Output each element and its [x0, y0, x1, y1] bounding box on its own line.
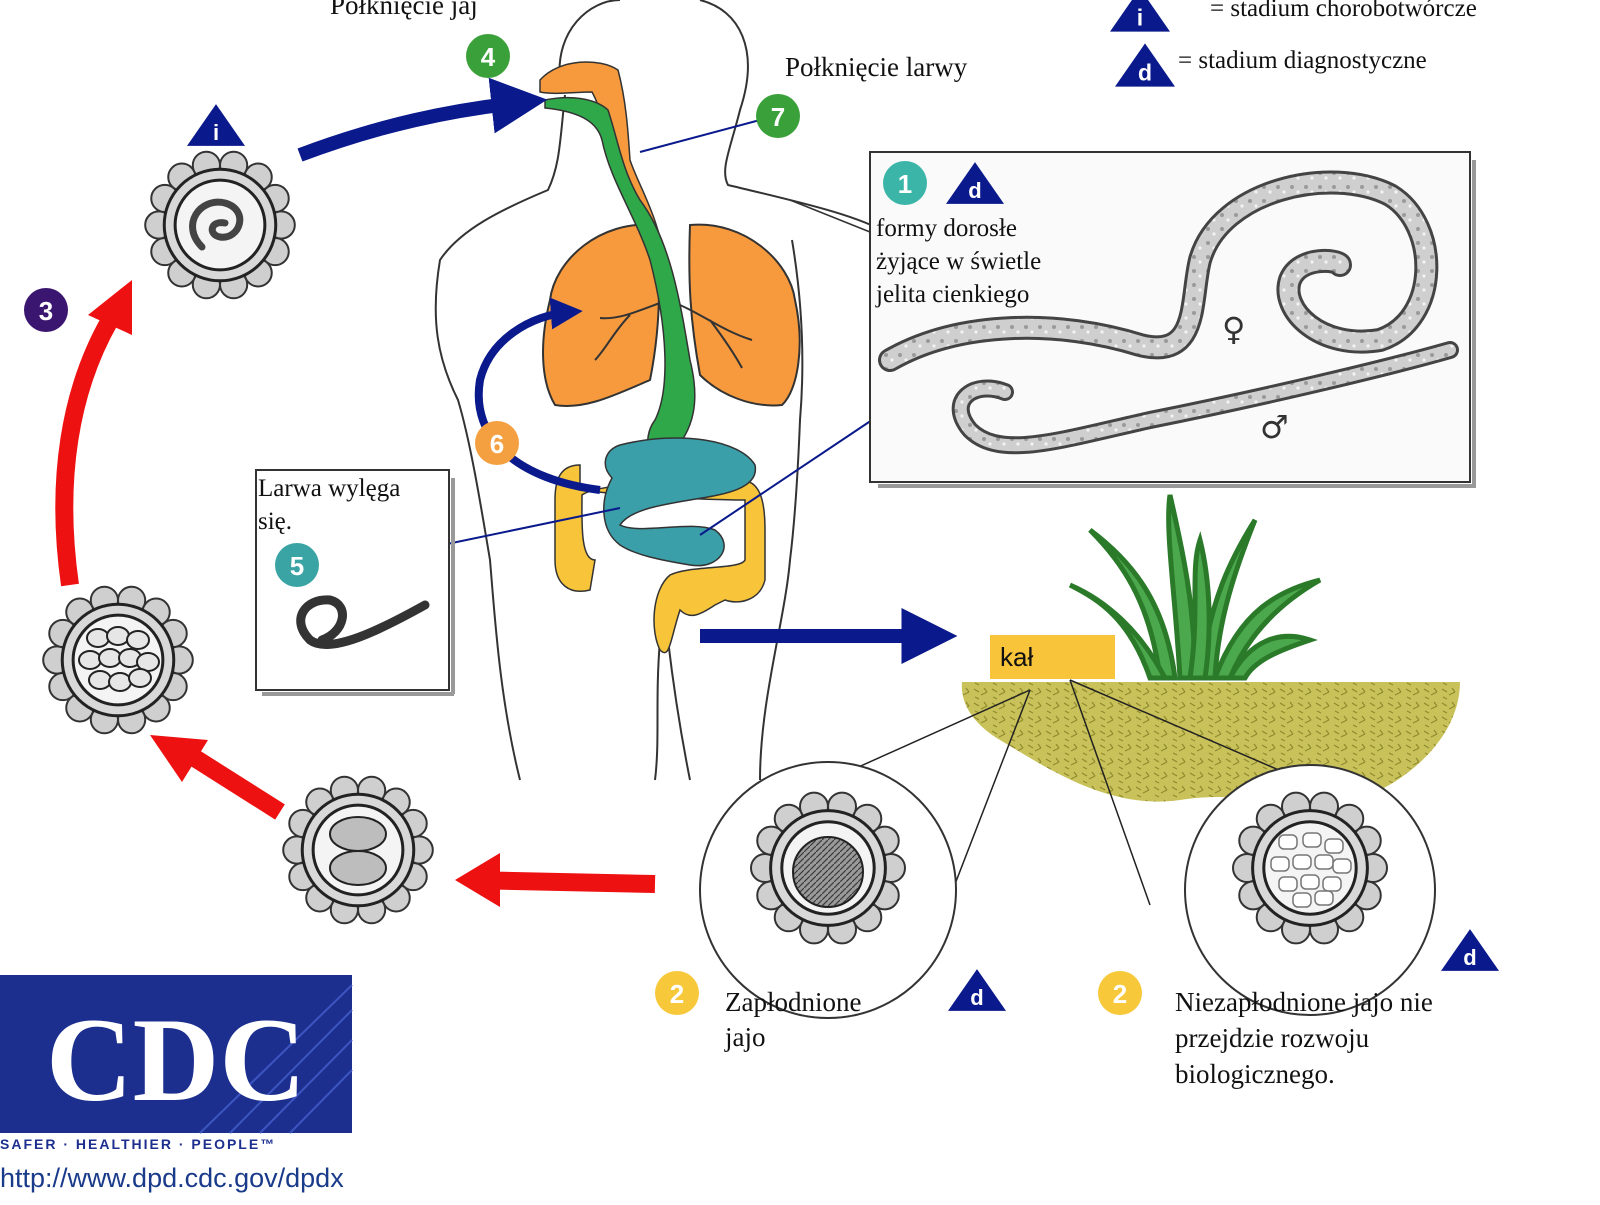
step-5-badge [275, 543, 319, 587]
egg-two-cell [282, 775, 434, 925]
legend-infective-text: = stadium chorobotwórcze [1210, 0, 1477, 22]
diagnostic-symbol: d [1463, 945, 1476, 970]
cdc-logo: CDC [0, 975, 353, 1134]
diagnostic-symbol: d [1138, 60, 1152, 86]
label-ingest-eggs: Połknięcie jaj [330, 0, 478, 20]
step-2-badge-fertilized [655, 971, 699, 1015]
legend-infective-triangle: i [1110, 0, 1170, 32]
egg-fertilized [750, 791, 906, 945]
pointer-adults [699, 417, 876, 536]
label-unfertilized-line3: biologicznego. [1175, 1059, 1335, 1089]
eggs-layer [42, 150, 1388, 945]
step-2-badge-unfertilized [1098, 971, 1142, 1015]
infective-symbol: i [1137, 5, 1143, 31]
female-symbol: ♀ [1222, 310, 1245, 348]
feces-patch [990, 635, 1115, 679]
arrow-larva-to-lungs [474, 297, 601, 494]
pointer-larva-ingest [639, 119, 761, 153]
arrow-head-3 [88, 280, 132, 335]
diagnostic-symbol: d [968, 178, 981, 203]
step-5-number: 5 [290, 551, 304, 581]
arrow-morula-to-embryo [55, 315, 118, 587]
label-larva-hatch-line2: się. [258, 508, 293, 535]
step-1-number: 1 [898, 169, 912, 199]
diagnostic-triangle-adults: d [946, 162, 1004, 204]
step-7-number: 7 [771, 102, 785, 132]
diagnostic-symbol: d [970, 985, 983, 1010]
step-6-number: 6 [490, 429, 504, 459]
step-3-badge [24, 288, 68, 332]
grass [1068, 494, 1322, 681]
label-fertilized-line2: jajo [725, 1022, 766, 1052]
infective-triangle-egg: i [187, 104, 245, 146]
arrow-head-1 [455, 853, 500, 907]
cdc-tagline: SAFER · HEALTHIER · PEOPLE™ [0, 1136, 277, 1152]
soil [961, 682, 1460, 802]
arrow-fertilized-to-cell [469, 871, 656, 893]
label-feces: kał [1000, 642, 1034, 672]
step-1-badge [883, 161, 927, 205]
arrow-cell-to-morula [185, 747, 285, 820]
infective-symbol: i [213, 120, 219, 145]
egg-morula [42, 585, 194, 735]
step-4-badge [466, 34, 510, 78]
label-adults-line3: jelita cienkiego [876, 281, 1030, 308]
diagnostic-triangle-unfertilized: d [1441, 929, 1499, 971]
lungs [542, 223, 801, 407]
pointer-larva-hatch [427, 507, 621, 549]
step-badges: 4 7 3 6 5 1 2 2 [24, 34, 1142, 1015]
label-adults-line1: formy dorosłe [876, 215, 1017, 242]
pointer-adults-box [789, 199, 871, 233]
legend-diagnostic-text: = stadium diagnostyczne [1178, 47, 1427, 74]
triangles-layer: i d i d d d [187, 0, 1499, 1011]
diagnostic-triangle-fertilized: d [948, 969, 1006, 1011]
larva [296, 595, 430, 649]
egg-unfertilized [1232, 791, 1388, 945]
label-unfertilized-line1: Niezapłodnione jajo nie [1175, 987, 1433, 1017]
label-larva-hatch-line1: Larwa wylęga [258, 475, 401, 502]
male-symbol: ♂ [1260, 408, 1289, 446]
step-7-badge [756, 94, 800, 138]
arrow-head-2 [150, 735, 208, 782]
cdc-logo-text: CDC [46, 993, 306, 1126]
step-4-number: 4 [481, 42, 496, 72]
legend-diagnostic-triangle: d [1115, 43, 1175, 87]
label-adults-line2: żyjące w świetle [876, 248, 1042, 275]
egg-embryonated [144, 150, 296, 300]
step-2-number: 2 [670, 979, 684, 1009]
human-body-outline [434, 0, 891, 781]
step-2-number-unfertilized: 2 [1113, 979, 1127, 1009]
cdc-url[interactable]: http://www.dpd.cdc.gov/dpdx [0, 1163, 344, 1193]
label-ingest-larvae: Połknięcie larwy [785, 52, 968, 82]
label-unfertilized-line2: przejdzie rozwoju [1175, 1023, 1370, 1053]
arrow-egg-to-mouth [297, 77, 548, 162]
intestines [554, 437, 766, 654]
step-3-number: 3 [39, 296, 53, 326]
label-fertilized-line1: Zapłodnione [725, 987, 862, 1017]
step-6-badge [475, 421, 519, 465]
